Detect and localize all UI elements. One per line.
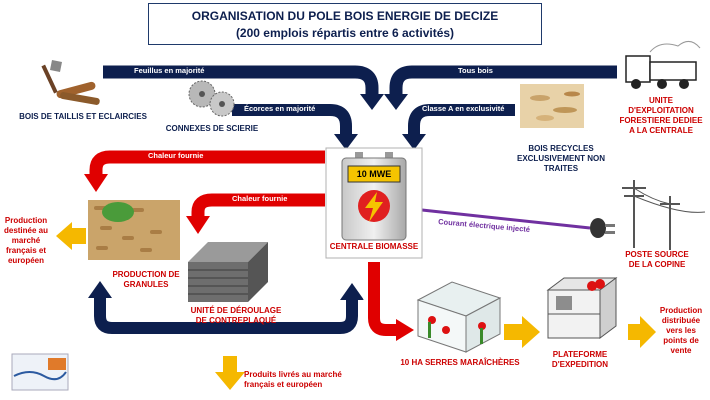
arrow-tous-bois <box>384 65 617 110</box>
output-granules: Production destinée au marché français e… <box>3 216 48 265</box>
logo <box>11 353 69 391</box>
contreplaque-image <box>188 242 268 302</box>
scierie-icon <box>188 80 235 117</box>
page-subtitle: (200 emplois répartis entre 6 activités) <box>235 26 455 40</box>
arrow-ecorces <box>232 104 358 150</box>
label-recycles: BOIS RECYCLES EXCLUSIVEMENT NON TRAITES <box>516 144 605 173</box>
label-tous-bois: Tous bois <box>458 66 493 75</box>
label-centrale: CENTRALE BIOMASSE <box>329 242 419 251</box>
centrale-box <box>325 147 423 259</box>
label-granules: PRODUCTION DE GRANULES <box>112 270 180 289</box>
arrow-chaleur-2 <box>186 193 325 234</box>
label-classe-a: Classe A en exclusivité <box>422 104 505 113</box>
label-serres: 10 HA SERRES MARAÎCHÈRES <box>400 358 520 367</box>
label-plateforme: PLATEFORME D'EXPEDITION <box>551 350 609 369</box>
page-title: ORGANISATION DU POLE BOIS ENERGIE DE DEC… <box>191 9 499 23</box>
label-chaleur-3: Chaleur fournie <box>360 268 370 325</box>
centrale-power: 10 MWE <box>356 169 392 179</box>
camion-icon <box>625 41 701 89</box>
bois-taillis-icon <box>41 60 100 105</box>
label-scierie: CONNEXES DE SCIERIE <box>165 124 259 133</box>
output-serres: Production distribuée vers les points de… <box>659 306 703 355</box>
serres-image <box>416 281 502 353</box>
label-deroulage: UNITÉ DE DÉROULAGE DE CONTREPLAQUÉ <box>190 306 282 325</box>
arrow-classe-a <box>402 104 515 150</box>
orange-arrow-plateforme <box>628 316 656 348</box>
arrow-chaleur-3 <box>368 262 414 341</box>
orange-arrow-granules <box>56 222 86 250</box>
label-taillis: BOIS DE TAILLIS ET ECLAIRCIES <box>19 112 147 121</box>
label-poste: POSTE SOURCE DE LA COPINE <box>625 250 689 269</box>
plateforme-image <box>546 277 618 339</box>
granules-image <box>88 200 180 260</box>
label-feuillus: Feuillus en majorité <box>134 66 205 75</box>
bois-recycles-icon <box>520 84 584 128</box>
orange-arrow-serres <box>504 316 540 348</box>
arrow-courant <box>421 208 591 230</box>
arrow-feuillus <box>103 65 384 110</box>
label-chaleur-1: Chaleur fournie <box>148 151 204 160</box>
arrow-chaleur-1 <box>84 150 325 192</box>
label-unite-exploitation: UNITE D'EXPLOITATION FORESTIERE DEDIEE A… <box>619 96 703 135</box>
poste-source-icon <box>622 180 706 250</box>
label-chaleur-2: Chaleur fournie <box>232 194 288 203</box>
label-ecorces: Écorces en majorité <box>244 104 316 113</box>
orange-arrow-contreplaque <box>215 356 245 390</box>
title-box: ORGANISATION DU POLE BOIS ENERGIE DE DEC… <box>148 3 542 45</box>
arrow-retour <box>88 281 364 334</box>
output-contreplaque: Produits livrés au marché français et eu… <box>244 370 342 389</box>
prise-icon <box>590 218 615 238</box>
